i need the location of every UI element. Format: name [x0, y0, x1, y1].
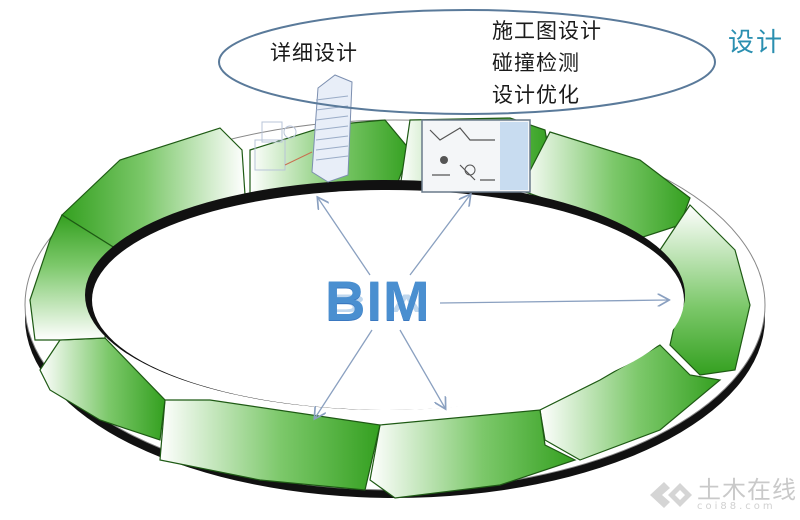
watermark-logo-icon	[650, 482, 692, 508]
arrow-to-bottom	[399, 329, 445, 408]
arrows	[315, 195, 668, 418]
watermark: 土木在线 coi88.com	[697, 478, 797, 512]
arrow-to-top-right	[409, 195, 470, 276]
callout-item-construction-drawings: 施工图设计	[492, 19, 602, 43]
watermark-sub: coi88.com	[697, 501, 776, 512]
callout-left-item: 详细设计	[270, 41, 358, 65]
callout-item-design-optimization: 设计优化	[492, 83, 580, 107]
building-tower-icon	[254, 74, 353, 183]
arrow-to-top-left	[318, 198, 371, 276]
floor-plan-icon	[421, 119, 531, 193]
arrow-to-bottom-left	[315, 329, 373, 418]
phase-title: 设计	[728, 28, 785, 58]
arrow-to-right	[439, 300, 668, 303]
callout-ellipse	[218, 9, 716, 115]
watermark-text: 土木在线	[697, 476, 797, 504]
ring-inner-hole	[92, 190, 684, 410]
callout-item-clash-detection: 碰撞检测	[492, 51, 580, 75]
bim-center-label: BIM	[325, 269, 431, 332]
